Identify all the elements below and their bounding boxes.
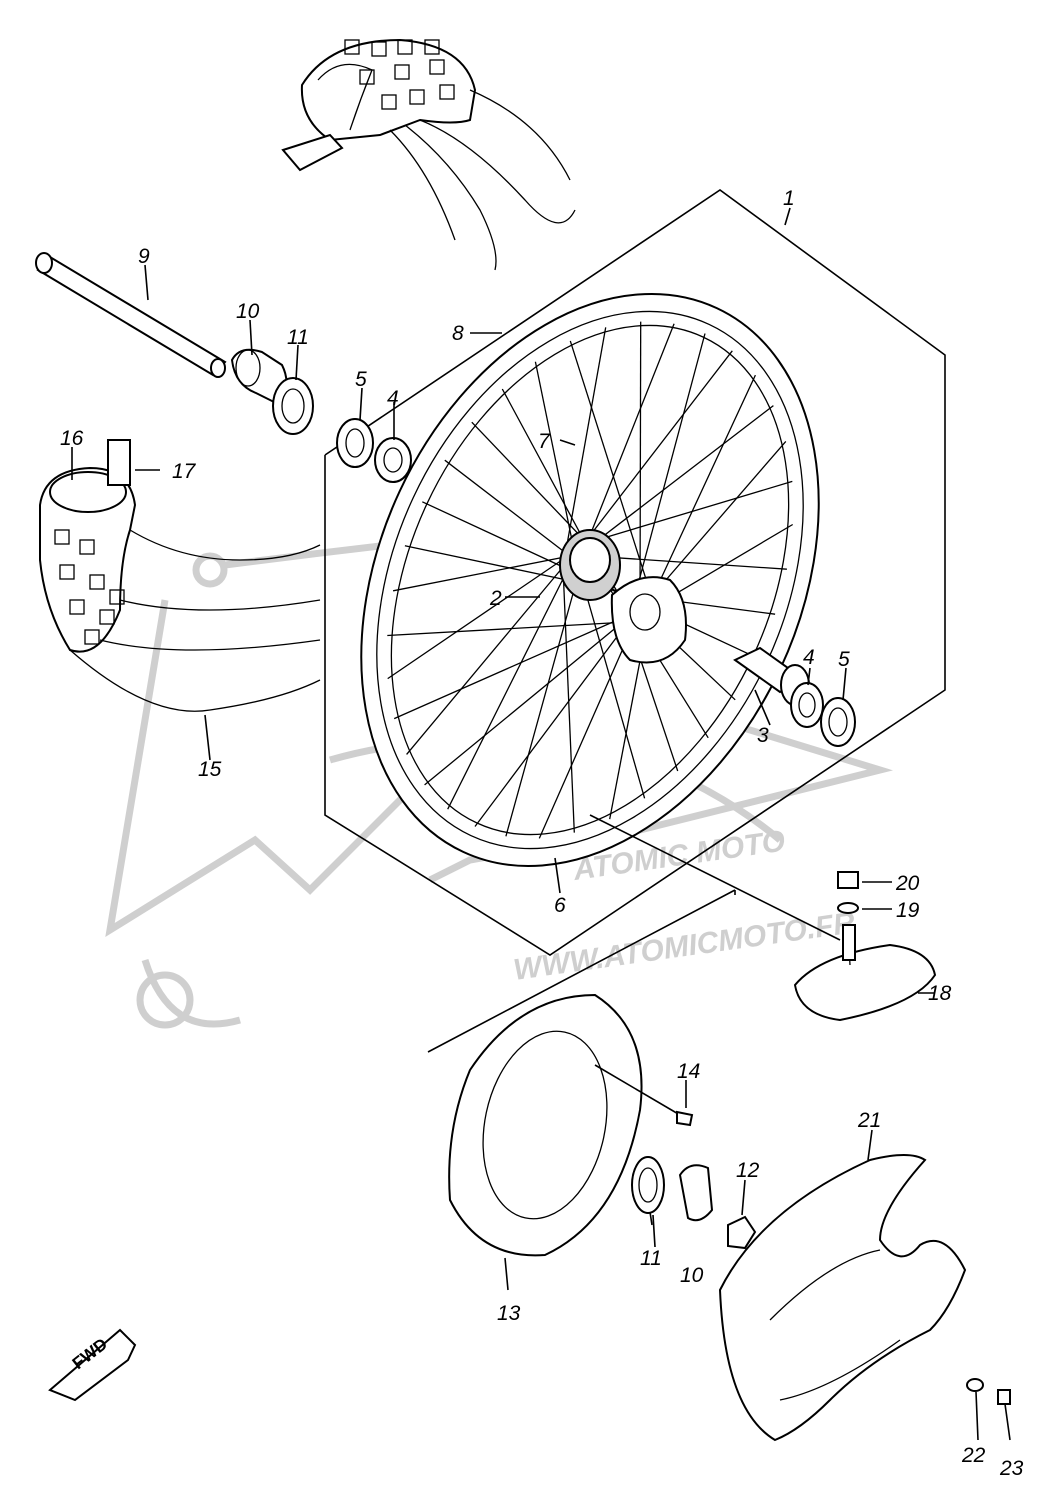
tire-left: [39, 439, 321, 712]
seal-bearing-left: [336, 418, 412, 483]
callout-23: 23: [999, 1457, 1024, 1480]
callout-10-bottom: 10: [680, 1264, 704, 1287]
callout-5-left: 5: [355, 368, 367, 391]
callout-9: 9: [138, 245, 150, 268]
callout-3: 3: [757, 724, 769, 747]
spoke: [639, 321, 642, 611]
callout-1: 1: [783, 187, 795, 210]
callout-4-right: 4: [803, 646, 815, 669]
brake-disc: [427, 889, 736, 1257]
spoke: [393, 609, 641, 720]
spoke: [562, 327, 607, 568]
assembly-outline: [324, 189, 946, 956]
callout-22: 22: [961, 1444, 986, 1467]
callout-19: 19: [896, 899, 920, 922]
leader-lines: [71, 207, 1011, 1441]
spoke: [586, 323, 675, 544]
spoke: [562, 566, 575, 833]
callout-21: 21: [857, 1109, 881, 1132]
spoke: [586, 480, 793, 544]
callout-2: 2: [489, 587, 502, 610]
callout-13: 13: [497, 1302, 521, 1325]
front-fender: [718, 1154, 1011, 1442]
callout-15: 15: [198, 758, 222, 781]
spoke: [569, 340, 653, 599]
seal-bearing-right: [733, 646, 856, 747]
spoke: [422, 501, 564, 568]
spoke: [387, 542, 588, 680]
callout-5-right: 5: [838, 648, 850, 671]
tire-top: [281, 38, 576, 271]
callout-4-left: 4: [387, 387, 399, 410]
rim-lock: [589, 814, 937, 1022]
callout-10-top: 10: [236, 300, 260, 323]
spoke: [392, 554, 576, 592]
callout-6: 6: [554, 894, 566, 917]
spoke: [534, 361, 576, 556]
spoke: [387, 621, 629, 637]
spoke: [474, 621, 629, 827]
callouts: 1 2 3 4 4 5 5 6 7 8 9 10 10 11 11 12 13 …: [60, 187, 1024, 1480]
callout-12: 12: [736, 1159, 760, 1182]
callout-8: 8: [452, 322, 464, 345]
fwd-arrow: FWD: [48, 1328, 137, 1402]
axle: [35, 252, 227, 378]
callout-20: 20: [895, 872, 920, 895]
spoke: [627, 333, 706, 623]
spoke: [574, 350, 733, 556]
callout-17: 17: [172, 460, 197, 483]
callout-14: 14: [677, 1060, 700, 1083]
callout-11-top: 11: [287, 326, 309, 349]
callout-18: 18: [928, 982, 952, 1005]
bottom-hardware: [631, 1156, 757, 1250]
spoke: [447, 554, 576, 810]
callout-11-bottom: 11: [640, 1247, 662, 1270]
spoke: [406, 566, 564, 755]
dust-seal-top: [272, 377, 314, 435]
callout-7: 7: [538, 430, 551, 453]
callout-16: 16: [60, 427, 84, 450]
